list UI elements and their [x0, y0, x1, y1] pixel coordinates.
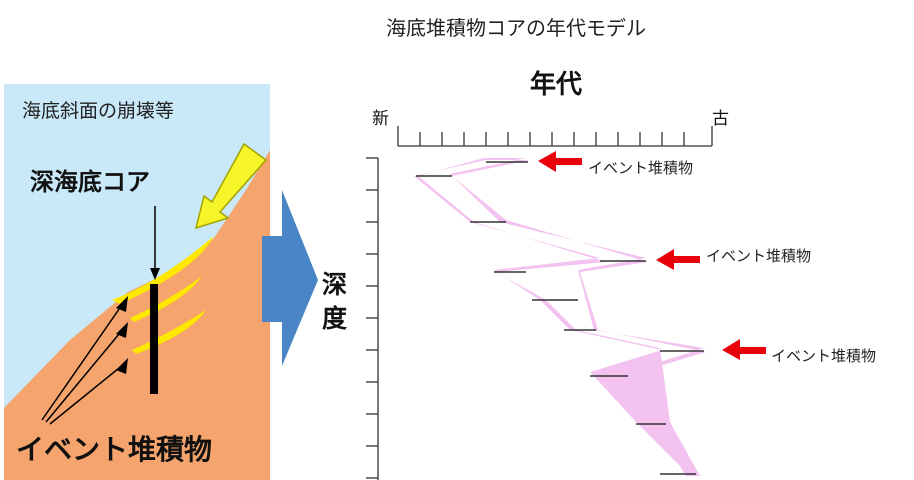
- slope-failure-arrow: [194, 142, 268, 230]
- schematic-caption: 海底斜面の崩壊等: [22, 100, 175, 122]
- flow-arrow: [262, 190, 318, 366]
- depth-axis: [366, 157, 379, 480]
- event-deposit-label: イベント堆積物: [16, 433, 213, 466]
- age-axis-title: 年代: [530, 70, 583, 100]
- dated-horizons: [416, 161, 704, 475]
- arrowhead: [116, 358, 128, 374]
- age-axis: [397, 126, 713, 147]
- event-pointer-arrows: [41, 301, 125, 425]
- core-pointer-arrowhead: [150, 268, 160, 280]
- age-model-chart: [366, 126, 766, 480]
- arrowhead: [116, 322, 128, 338]
- arrowhead: [116, 296, 128, 312]
- event-label: イベント堆積物: [588, 159, 694, 177]
- age-axis-new-label: 新: [372, 109, 389, 129]
- diagram-title: 海底堆積物コアの年代モデル: [386, 16, 646, 40]
- event-marker-arrows: [538, 151, 766, 360]
- event-deposit-layer: [112, 236, 214, 304]
- event-label: イベント堆積物: [771, 347, 877, 365]
- event-label: イベント堆積物: [706, 247, 812, 265]
- slope-failure-schematic: [4, 84, 270, 480]
- age-axis-old-label: 古: [712, 109, 729, 129]
- age-uncertainty-band: [414, 158, 706, 476]
- depth-axis-title: 深度: [322, 270, 348, 333]
- sediment-core: [150, 284, 158, 394]
- core-label: 深海底コア: [30, 168, 150, 196]
- event-deposit-layer: [130, 276, 202, 322]
